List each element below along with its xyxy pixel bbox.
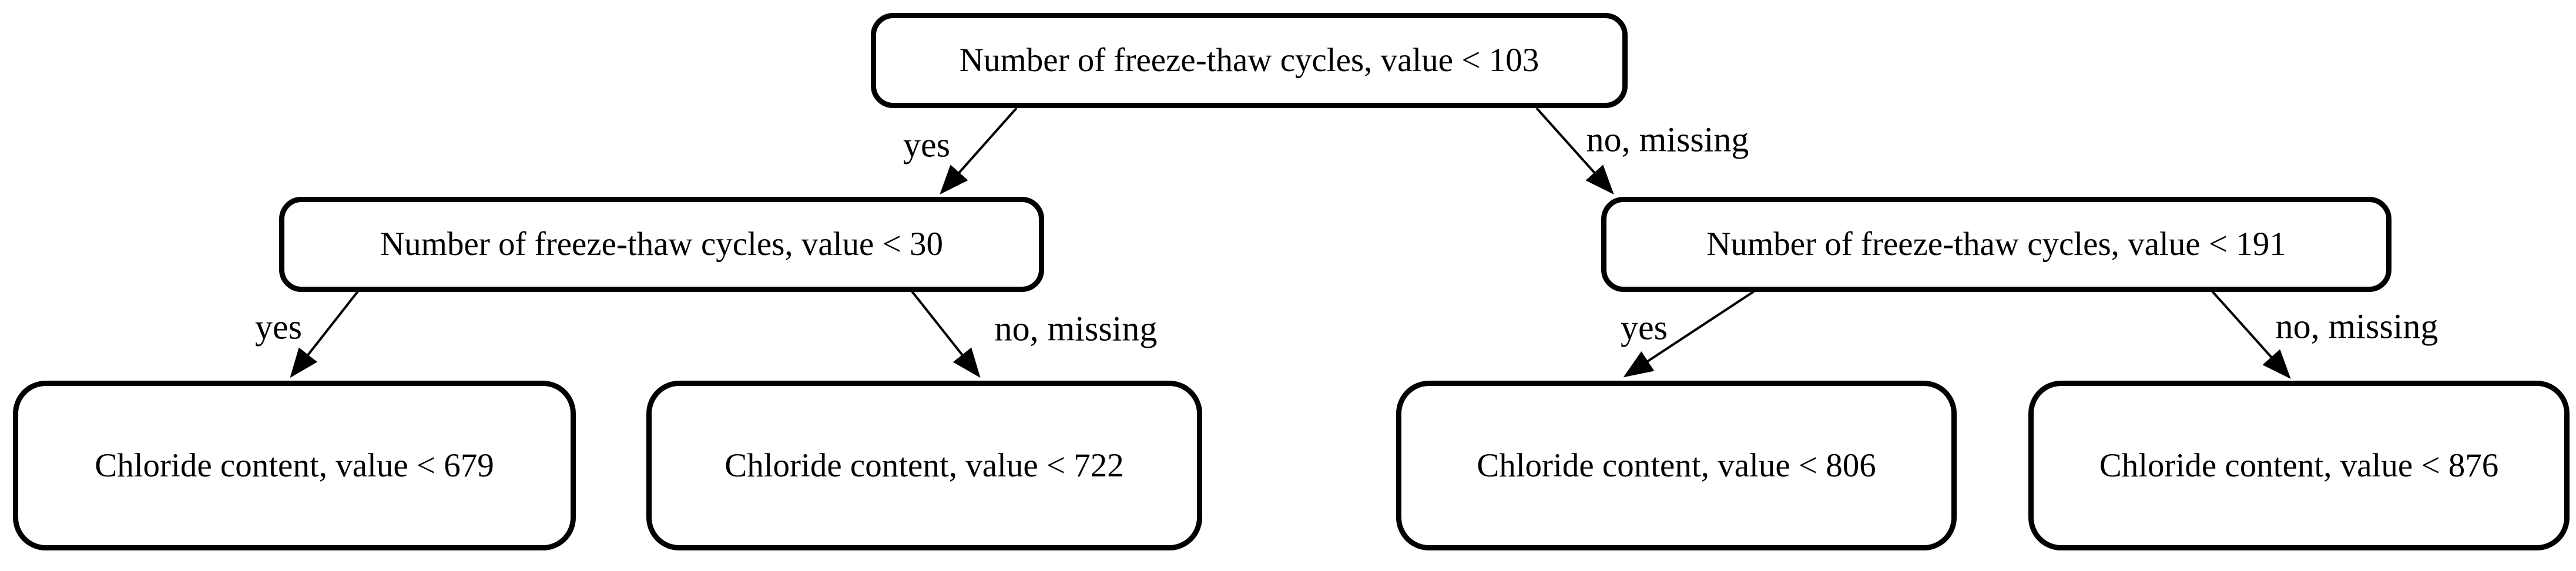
tree-node-right: Number of freeze-thaw cycles, value < 19…: [1601, 197, 2391, 292]
tree-node-leaf4-label: Chloride content, value < 876: [2099, 446, 2499, 484]
tree-node-right-label: Number of freeze-thaw cycles, value < 19…: [1706, 226, 2286, 263]
tree-node-leaf4: Chloride content, value < 876: [2028, 381, 2570, 550]
edge-line-right-leaf4: [2211, 290, 2291, 379]
edge-line-root-left: [940, 107, 1018, 194]
edge-line-root-right: [1535, 107, 1614, 194]
tree-node-leaf3-label: Chloride content, value < 806: [1477, 446, 1876, 484]
edge-label-no-missing: no, missing: [2275, 307, 2439, 346]
tree-node-left-label: Number of freeze-thaw cycles, value < 30: [380, 226, 943, 263]
edge-label-yes: yes: [255, 307, 302, 347]
tree-node-left: Number of freeze-thaw cycles, value < 30: [279, 197, 1044, 292]
edge-label-no-missing: no, missing: [994, 309, 1158, 348]
tree-node-leaf3: Chloride content, value < 806: [1396, 381, 1957, 550]
tree-node-leaf1-label: Chloride content, value < 679: [95, 446, 494, 484]
edge-label-yes: yes: [903, 125, 950, 164]
tree-node-root: Number of freeze-thaw cycles, value < 10…: [871, 13, 1628, 108]
tree-node-leaf2-label: Chloride content, value < 722: [724, 446, 1124, 484]
tree-node-leaf2: Chloride content, value < 722: [646, 381, 1202, 550]
edge-line-left-leaf1: [290, 290, 359, 378]
tree-node-root-label: Number of freeze-thaw cycles, value < 10…: [959, 42, 1539, 79]
tree-node-leaf1: Chloride content, value < 679: [13, 381, 576, 550]
edge-line-right-leaf3: [1623, 290, 1755, 378]
edge-label-no-missing: no, missing: [1586, 120, 1749, 159]
edge-label-yes: yes: [1621, 308, 1668, 347]
edge-line-left-leaf2: [911, 290, 981, 378]
